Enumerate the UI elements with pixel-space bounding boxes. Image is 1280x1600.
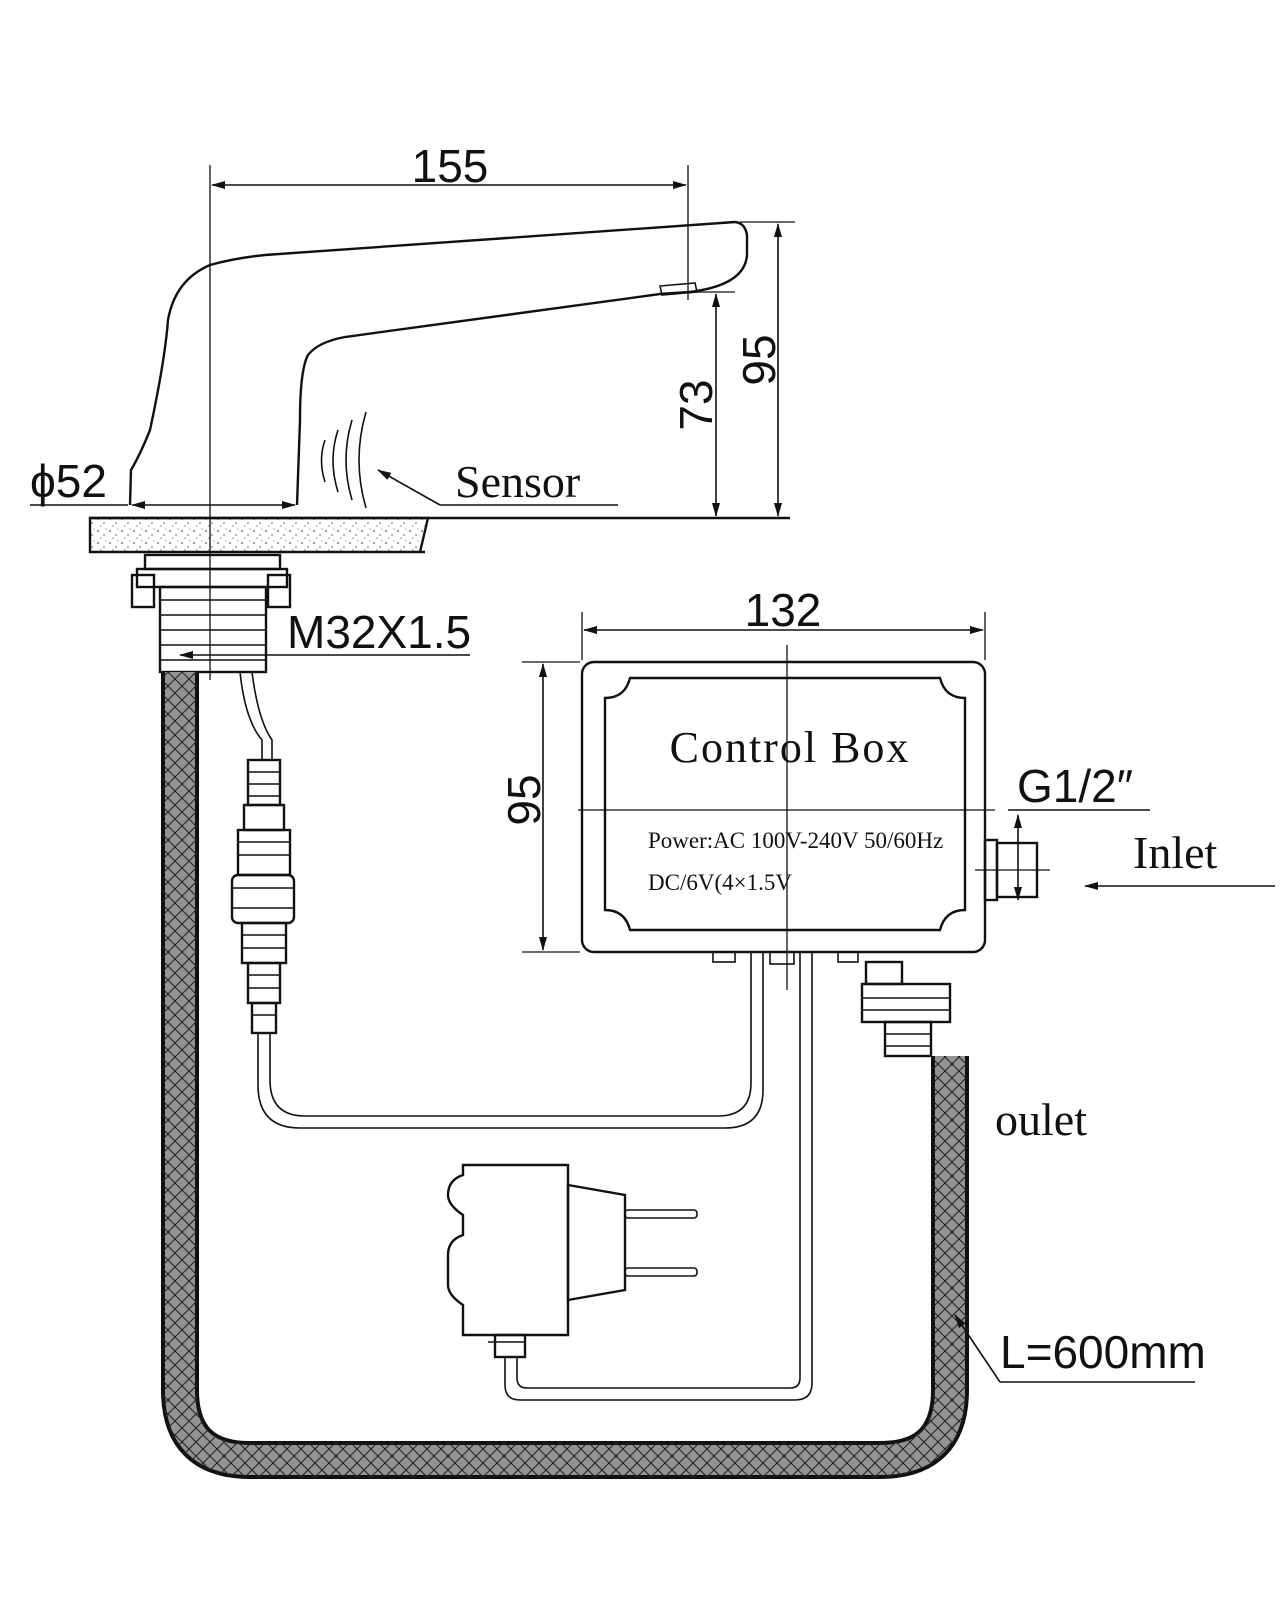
dimension-155: 155 xyxy=(211,140,689,300)
dimension-132: 132 xyxy=(581,584,986,660)
dimension-73: 73 xyxy=(670,291,735,517)
dimension-diameter-52: ϕ52 xyxy=(30,455,296,509)
dimension-95-box: 95 xyxy=(498,661,580,953)
sensor-callout: Sensor xyxy=(377,456,618,507)
dim-52-label: ϕ52 xyxy=(30,455,107,507)
inlet-label: Inlet xyxy=(1133,827,1218,878)
outlet-label: oulet xyxy=(995,1094,1087,1145)
sensor-cable-connector xyxy=(230,671,296,1035)
dim-155-label: 155 xyxy=(412,140,489,192)
hose-length-label: L=600mm xyxy=(1000,1326,1206,1378)
dim-95-faucet-label: 95 xyxy=(733,334,785,385)
sensor-waves xyxy=(320,411,367,509)
sensor-label: Sensor xyxy=(455,456,580,507)
mounting-shank xyxy=(130,553,292,674)
dim-132-label: 132 xyxy=(745,584,822,636)
outlet-arrow: oulet xyxy=(959,1065,1087,1166)
thread-label: M32X1.5 xyxy=(287,606,471,658)
inlet-thread-label: G1/2″ xyxy=(1017,760,1133,812)
countertop xyxy=(88,516,430,554)
control-box-dc: DC/6V(4×1.5V xyxy=(648,870,792,895)
inlet-fitting: G1/2″ xyxy=(975,760,1150,902)
hose-length-callout: L=600mm xyxy=(954,1314,1206,1383)
control-box: Control Box Power:AC 100V-240V 50/60Hz D… xyxy=(578,660,995,965)
faucet-body xyxy=(128,220,749,509)
dimension-95-faucet: 95 xyxy=(733,221,795,517)
braided-hose xyxy=(161,672,969,1479)
dim-73-label: 73 xyxy=(670,379,722,430)
control-box-title: Control Box xyxy=(670,723,911,772)
thread-callout: M32X1.5 xyxy=(179,606,471,659)
outlet-fitting xyxy=(860,960,952,1058)
dim-95-box-label: 95 xyxy=(498,774,550,825)
inlet-arrow: Inlet xyxy=(1084,827,1275,890)
sensor-cable xyxy=(257,952,764,1129)
control-box-power: Power:AC 100V-240V 50/60Hz xyxy=(648,828,943,853)
adapter-cable xyxy=(504,952,813,1401)
power-adapter xyxy=(446,1163,698,1359)
